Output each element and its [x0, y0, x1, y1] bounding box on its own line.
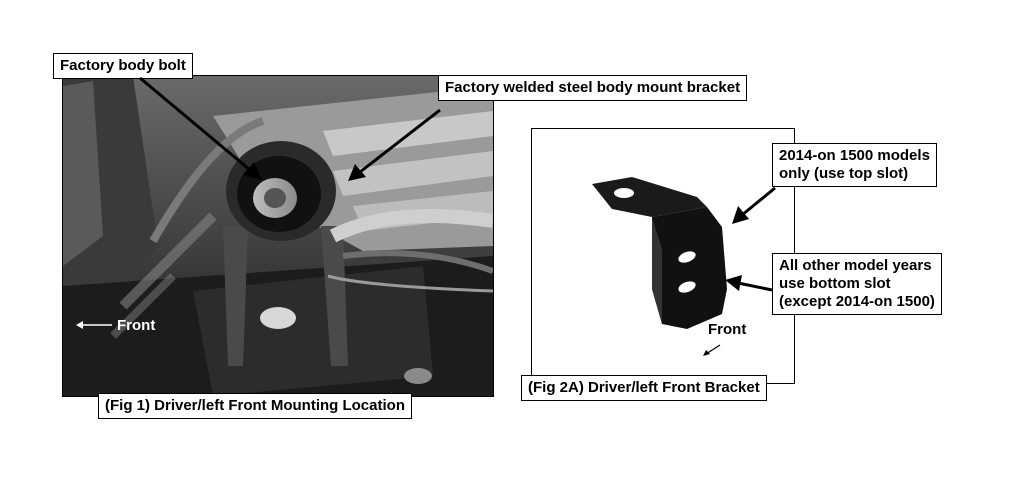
fig2-panel — [531, 128, 795, 384]
callout-other-line3: (except 2014-on 1500) — [779, 293, 935, 310]
fig1-front-label: Front — [117, 317, 156, 334]
fig2-front-arrow — [703, 344, 721, 356]
fig1-photo-drawing — [63, 76, 493, 396]
callout-2014-1500-line1: 2014-on 1500 models — [779, 147, 930, 164]
fig1-front-arrow — [76, 321, 112, 329]
fig1-photo — [62, 75, 494, 397]
callout-2014-1500: 2014-on 1500 models only (use top slot) — [772, 143, 937, 187]
callout-factory-bracket: Factory welded steel body mount bracket — [438, 75, 748, 101]
fig2-caption: (Fig 2A) Driver/left Front Bracket — [521, 375, 767, 401]
fig2-bracket-drawing — [592, 177, 727, 329]
callout-other-model-years: All other model years use bottom slot (e… — [772, 253, 942, 315]
callout-other-line2: use bottom slot — [779, 275, 891, 292]
callout-2014-1500-line2: only (use top slot) — [779, 165, 909, 182]
fig2-front-label: Front — [708, 321, 747, 338]
callout-other-line1: All other model years — [779, 257, 932, 274]
callout-factory-body-bolt: Factory body bolt — [53, 53, 193, 79]
fig1-caption: (Fig 1) Driver/left Front Mounting Locat… — [98, 393, 412, 419]
